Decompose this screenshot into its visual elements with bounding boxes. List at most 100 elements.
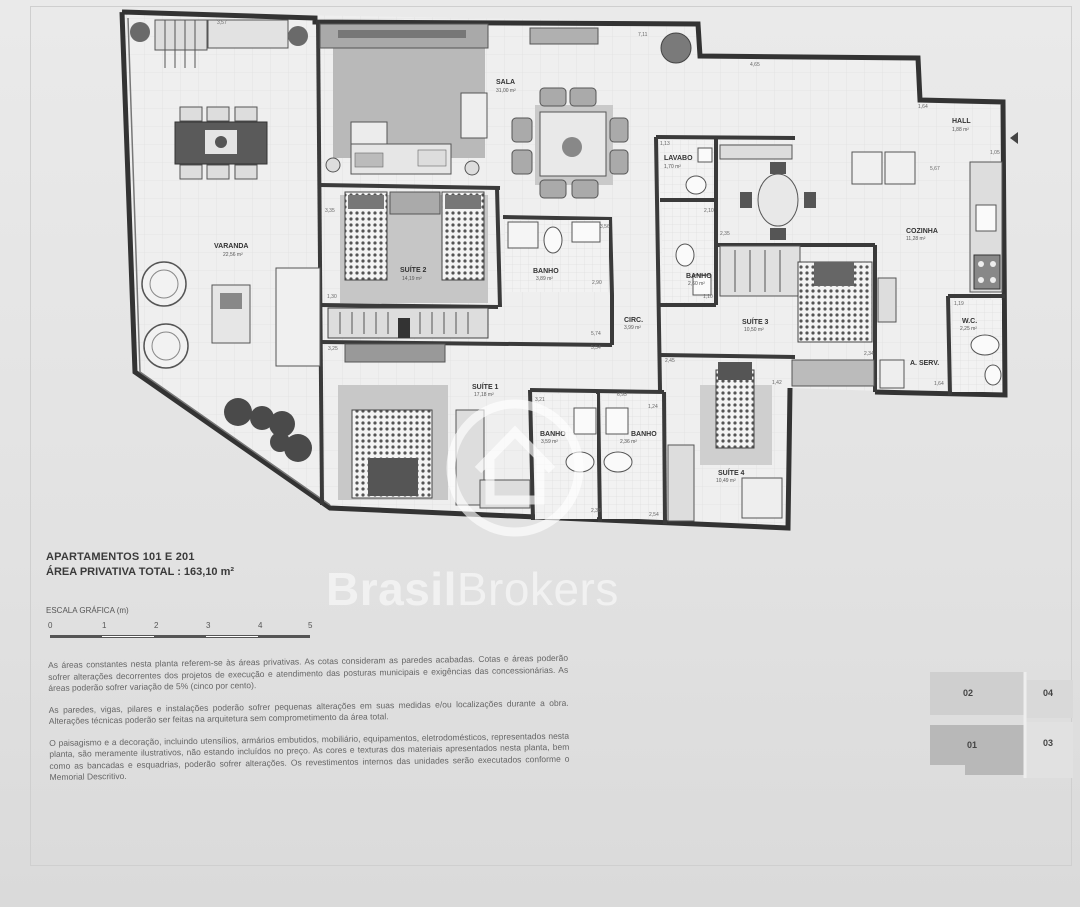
kitchen-table-icon: [740, 162, 816, 240]
room-name-lavabo: LAVABO: [664, 155, 693, 162]
disclaimer-notes: As áreas constantes nesta planta referem…: [48, 653, 570, 794]
dimension-label: 1,42: [772, 380, 782, 386]
wardrobe-icon: [877, 277, 897, 323]
shower-icon: [507, 221, 539, 249]
dimension-label: 1,05: [990, 150, 1000, 156]
room-name-banho-suite2: BANHO: [533, 268, 559, 275]
room-name-banho-suite1: BANHO: [540, 431, 566, 438]
key-plan: 02 04 01 03: [925, 670, 1075, 780]
plan-title: APARTAMENTOS 101 E 201: [46, 551, 195, 563]
room-area-banho-suite3: 2,60 m²: [688, 281, 705, 287]
key-plan-unit: 03: [1043, 738, 1054, 748]
dimension-label: 1,19: [954, 301, 964, 307]
suite4-bed-icon: [715, 362, 755, 449]
dimension-label: 3,57: [217, 20, 227, 26]
dimension-labels: 3,57 7,11 4,65 1,64 1,05 3,35 5,74 5,54 …: [217, 20, 1000, 518]
varanda-dining-icon: [174, 106, 268, 180]
dimension-label: 6,95: [617, 392, 627, 398]
dimension-label: 4,65: [750, 62, 760, 68]
plant-icon: [130, 22, 150, 42]
plan-total-area: ÁREA PRIVATIVA TOTAL : 163,10 m²: [46, 566, 235, 578]
room-area-suite1: 17,18 m²: [474, 392, 494, 398]
lounge-sofa-icon: [275, 267, 321, 367]
room-name-hall: HALL: [952, 118, 971, 125]
room-area-varanda: 22,56 m²: [223, 252, 243, 258]
key-plan-unit: 02: [963, 688, 974, 698]
dimension-label: 5,54: [591, 345, 601, 351]
desk-icon: [741, 477, 783, 519]
dimension-label: 2,54: [649, 512, 659, 518]
armchair-round-icon: [141, 261, 187, 307]
dimension-label: 1,13: [660, 141, 670, 147]
laundry-tank-icon: [879, 359, 905, 389]
brand-watermark: BrasilBrokers: [326, 562, 619, 616]
scale-tick: 2: [154, 621, 159, 630]
scale-tick: 1: [102, 621, 107, 630]
scale-tick: 5: [308, 621, 313, 630]
dimension-label: 3,21: [535, 397, 545, 403]
room-area-banho-suite2: 3,89 m²: [536, 276, 553, 282]
room-name-suite4: SUÍTE 4: [718, 468, 745, 477]
scale-tick: 4: [258, 621, 263, 630]
room-area-lavabo: 1,70 m²: [664, 164, 681, 170]
dining-table-icon: [511, 87, 629, 199]
sink-icon: [697, 147, 713, 163]
sofa-icon: [350, 121, 452, 175]
dimension-label: 1,24: [648, 404, 658, 410]
room-name-sala: SALA: [496, 79, 515, 86]
kitchen-sink-icon: [975, 204, 997, 232]
room-area-circ: 3,99 m²: [624, 325, 641, 331]
note-paragraph: As áreas constantes nesta planta referem…: [48, 652, 569, 693]
sink-icon: [692, 274, 712, 296]
room-name-wc: W.C.: [962, 318, 977, 325]
stool-icon: [884, 151, 916, 185]
dimension-label: 1,10: [703, 294, 713, 300]
scale-tick: 0: [48, 621, 53, 630]
dimension-label: 3,35: [325, 208, 335, 214]
toilet-icon: [675, 243, 695, 267]
grill-icon: [154, 19, 208, 51]
outer-wall: [119, 9, 1008, 531]
dimension-label: 2,90: [592, 280, 602, 286]
dimension-label: 5,74: [591, 331, 601, 337]
room-name-cozinha: COZINHA: [906, 228, 938, 235]
watermark-light: Brokers: [456, 563, 619, 615]
room-area-suite2: 14,19 m²: [402, 276, 422, 282]
room-name-circ: CIRC.: [624, 317, 643, 324]
side-table-icon: [325, 157, 341, 173]
suite2-beds-icon: [344, 191, 485, 281]
dimension-label: 1,64: [918, 104, 928, 110]
room-name-suite1: SUÍTE 1: [472, 382, 499, 391]
toilet-icon: [970, 334, 1000, 356]
cooktop-icon: [973, 254, 1001, 290]
dimension-label: 5,67: [930, 166, 940, 172]
toilet-icon: [603, 451, 633, 473]
entry-arrow-icon: [1010, 132, 1018, 144]
dimension-label: 2,10: [704, 208, 714, 214]
room-name-aserv: A. SERV.: [910, 360, 939, 367]
room-area-wc: 2,25 m²: [960, 326, 977, 332]
wardrobe-icon: [667, 444, 695, 522]
sink-icon: [571, 221, 601, 243]
dimension-label: 3,56: [600, 224, 610, 230]
sheet-border: [30, 6, 1072, 866]
room-name-varanda: VARANDA: [214, 243, 248, 250]
toilet-icon: [685, 175, 707, 195]
watermark-house-logo: [446, 399, 584, 537]
dimension-label: 7,11: [638, 32, 648, 38]
room-name-suite2: SUÍTE 2: [400, 265, 427, 274]
room-name-banho-suite3: BANHO: [686, 273, 712, 280]
balcony-sink-icon: [207, 19, 289, 49]
dimension-label: 2,38: [591, 508, 601, 514]
dimension-label: 2,45: [665, 358, 675, 364]
room-name-banho-suite4: BANHO: [631, 431, 657, 438]
room-area-sala: 31,00 m²: [496, 88, 516, 94]
suite3-bed-icon: [797, 261, 873, 343]
room-area-suite4: 10,49 m²: [716, 478, 736, 484]
key-plan-unit: 01: [967, 740, 978, 750]
dimension-label: 2,34: [864, 351, 874, 357]
room-area-suite3: 10,50 m²: [744, 327, 764, 333]
dimension-label: 1,64: [934, 381, 944, 387]
garden-plants-icon: [224, 398, 312, 462]
room-area-banho-suite1: 3,59 m²: [541, 439, 558, 445]
